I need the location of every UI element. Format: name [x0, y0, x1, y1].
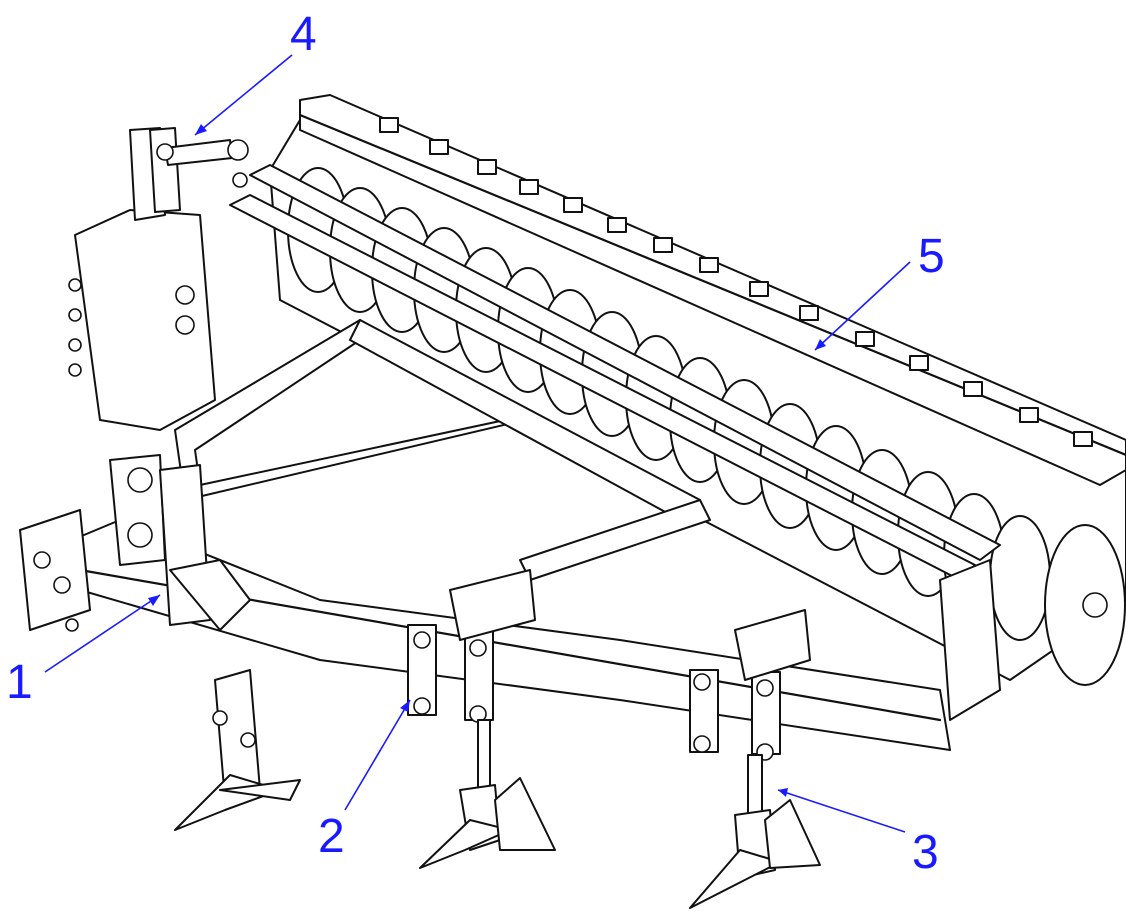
- leader-2: [344, 699, 411, 811]
- tine-left: [174, 669, 301, 831]
- turnbuckle: [156, 139, 249, 188]
- shank-bracket-middle: [407, 569, 536, 723]
- arrowhead-5: [815, 339, 826, 350]
- tine-middle: [419, 719, 556, 869]
- left-side-plate: [74, 209, 216, 431]
- callout-4: 4: [290, 8, 317, 61]
- roller-frame-beam: [229, 164, 1001, 581]
- arrowhead-1: [148, 595, 160, 606]
- callout-leaders: [44, 54, 911, 833]
- callout-2: 2: [318, 810, 345, 863]
- leader-5: [814, 261, 911, 351]
- arrowhead-2: [400, 700, 410, 712]
- side-plate-bolts: [68, 278, 195, 377]
- leader-4: [194, 54, 293, 136]
- callout-5: 5: [918, 230, 945, 283]
- callout-3: 3: [912, 826, 939, 879]
- callout-1: 1: [6, 656, 33, 709]
- hitch-post: [109, 454, 251, 631]
- leader-3: [777, 789, 906, 833]
- tine-right: [689, 754, 821, 909]
- callout-labels: 1 2 3 4 5: [6, 8, 945, 879]
- scraper-bar: [298, 94, 1126, 486]
- arrowhead-3: [778, 788, 788, 797]
- leader-1: [44, 594, 161, 673]
- hitch-bracket: [19, 509, 91, 631]
- arrowhead-4: [195, 124, 207, 135]
- shank-bracket-right: [689, 609, 811, 761]
